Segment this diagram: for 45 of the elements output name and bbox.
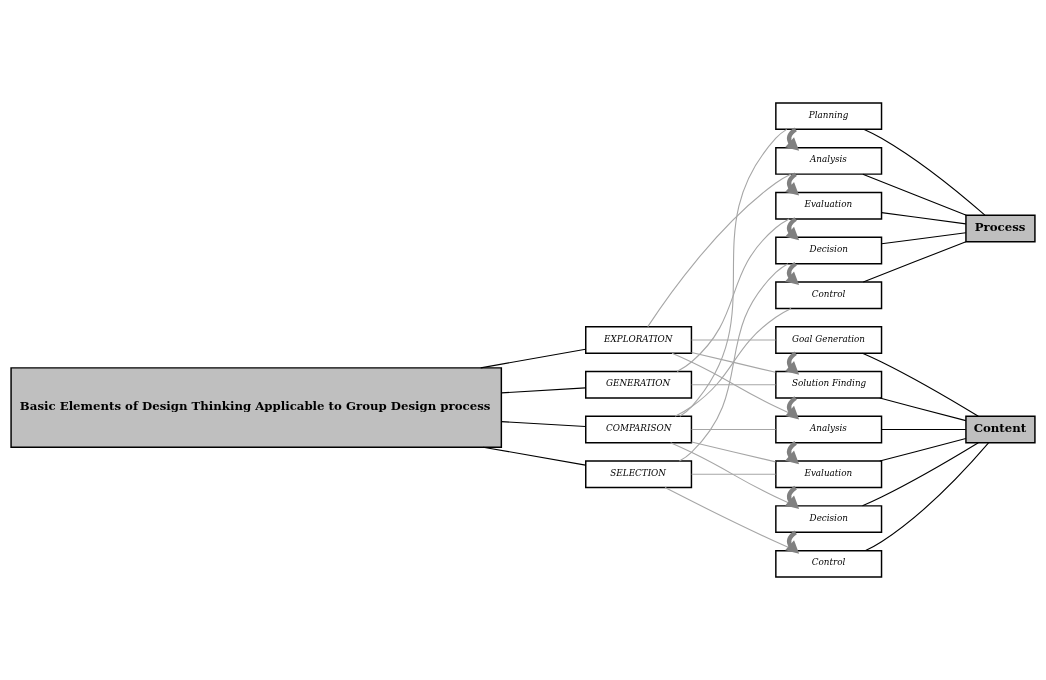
connector: [865, 442, 990, 552]
connector: [863, 128, 986, 216]
connector: [679, 128, 788, 417]
connector: [881, 212, 967, 225]
node-box: Goal Generation: [775, 326, 883, 354]
connector: [678, 263, 789, 462]
connector: [861, 352, 979, 417]
connector: [691, 351, 777, 373]
connector: [691, 441, 777, 463]
node-box: GENERATION: [585, 370, 693, 399]
node-box: Content: [965, 415, 1036, 444]
connector: [482, 446, 586, 466]
connector: [480, 348, 587, 369]
node-box: COMPARISON: [585, 415, 693, 444]
connector: [691, 473, 777, 475]
node-box: Analysis: [775, 146, 883, 175]
connector: [881, 429, 967, 431]
connector: [691, 429, 777, 431]
node-box: SELECTION: [585, 460, 693, 489]
connector: [500, 421, 587, 428]
connector: [674, 308, 792, 417]
connector: [500, 387, 587, 394]
node-box: Planning: [775, 102, 883, 131]
node-box: Evaluation: [775, 191, 883, 220]
node-box: Basic Elements of Design Thinking Applicable to Group Design process: [10, 367, 503, 448]
connector: [691, 384, 777, 386]
connector: [862, 173, 967, 216]
node-box: Analysis: [775, 415, 883, 444]
node-box: Evaluation: [775, 460, 883, 489]
node-box: Control: [775, 281, 883, 310]
node-box: Solution Finding: [775, 370, 883, 399]
connector: [881, 232, 967, 245]
node-box: Control: [775, 549, 883, 578]
connector: [879, 437, 967, 462]
connector: [691, 339, 777, 341]
arrow: [785, 217, 800, 241]
connector: [676, 218, 790, 373]
connector: [647, 173, 792, 328]
node-box: Decision: [775, 236, 883, 265]
connector: [879, 397, 967, 422]
node-box: Decision: [775, 505, 883, 534]
node-box: EXPLORATION: [585, 326, 693, 354]
connector: [862, 241, 967, 283]
connector: [861, 442, 979, 507]
node-box: Process: [965, 214, 1036, 243]
